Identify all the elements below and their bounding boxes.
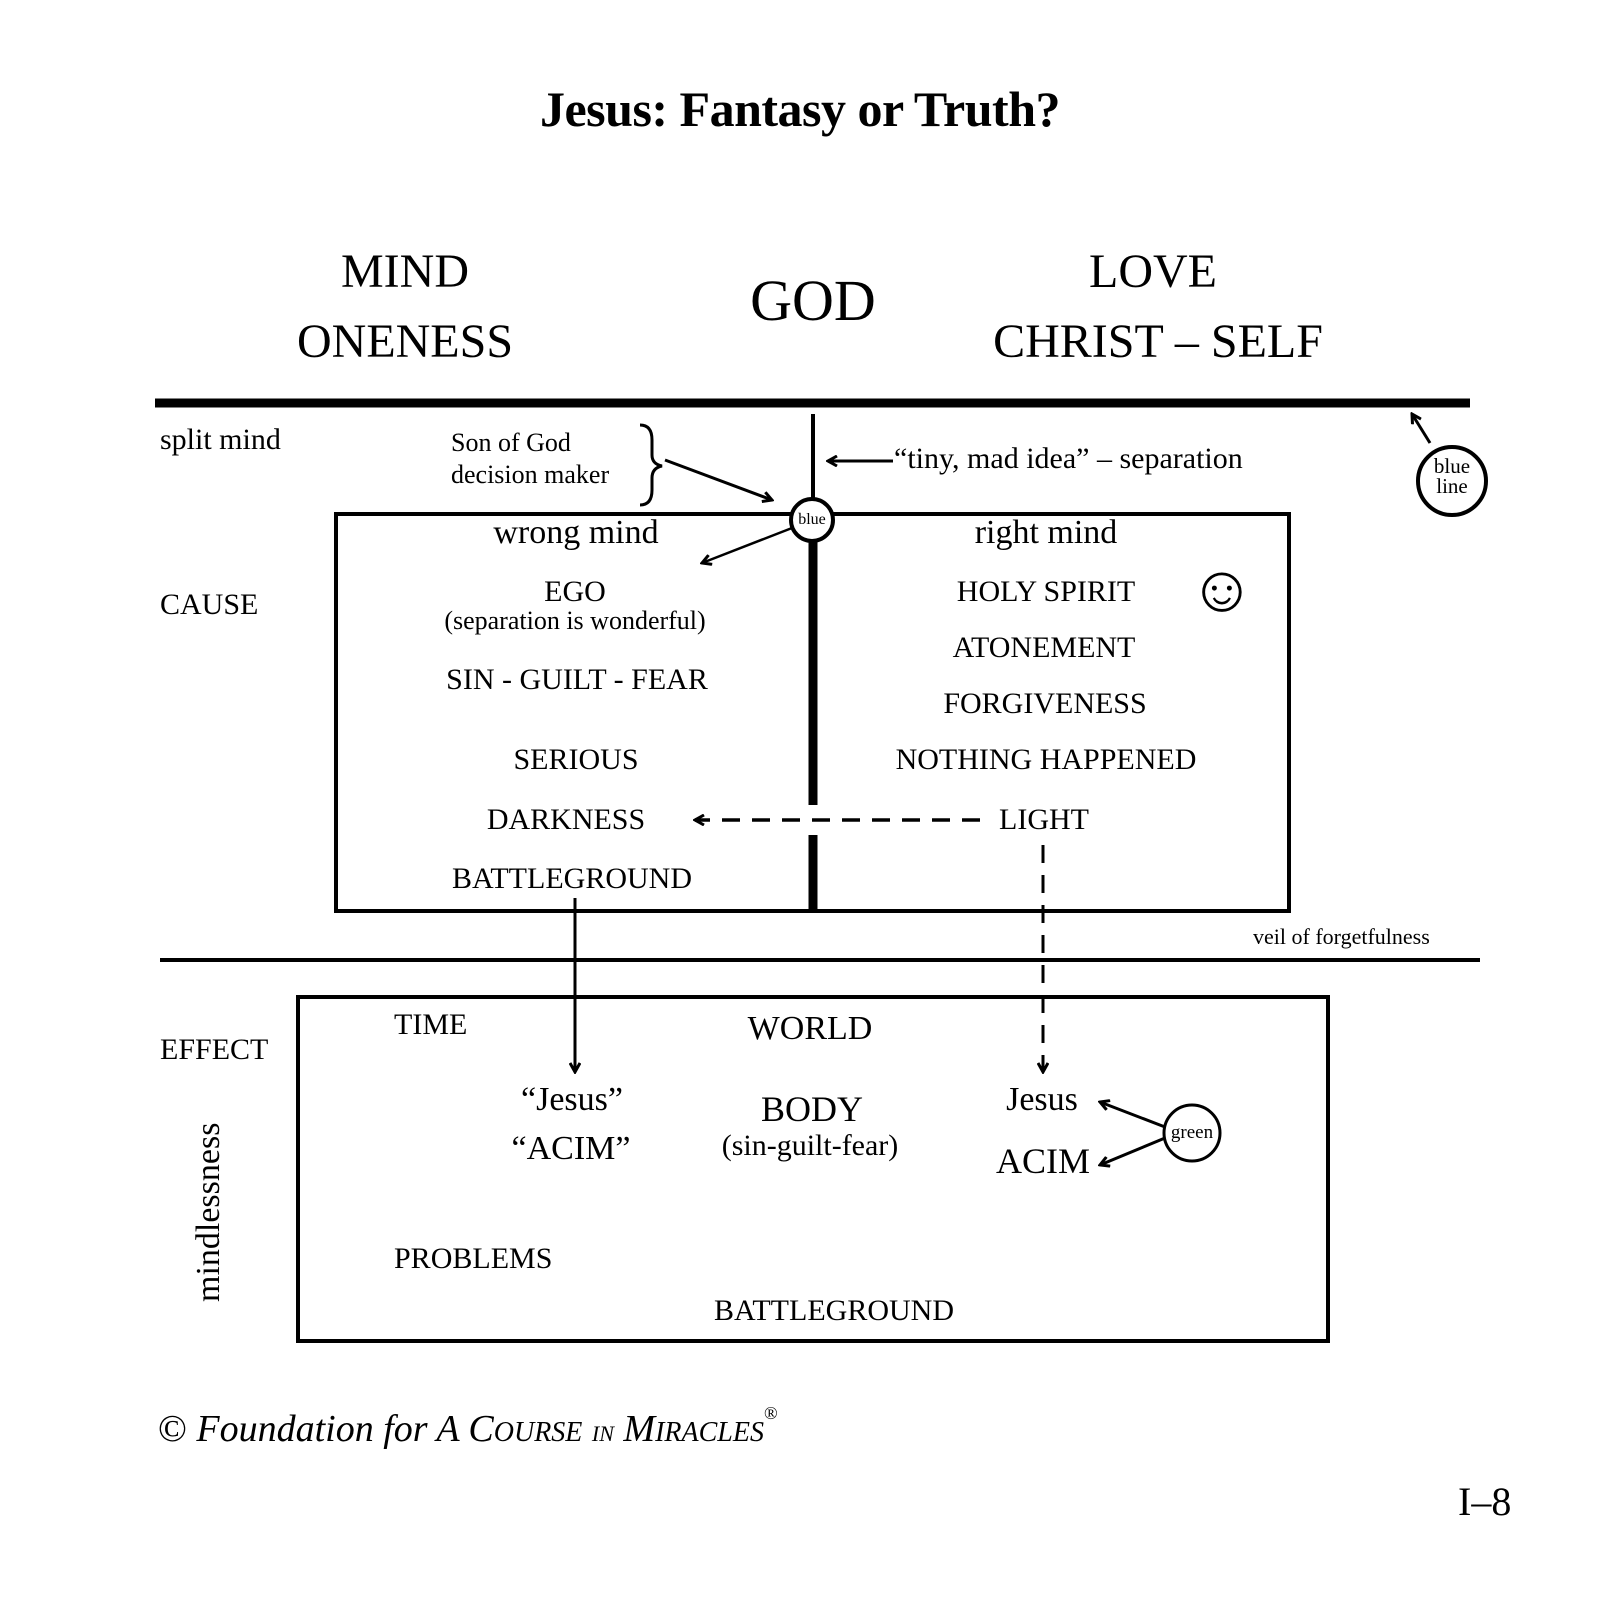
registered-mark: ® [763, 1403, 778, 1424]
header-oneness: ONENESS [296, 315, 514, 368]
effect-time: TIME [394, 1008, 468, 1041]
effect-label: EFFECT [160, 1033, 269, 1066]
effect-problems: PROBLEMS [394, 1242, 553, 1275]
green-node-circle [1162, 1103, 1222, 1163]
effect-battleground: BATTLEGROUND [714, 1294, 954, 1327]
right-mind-heading: right mind [974, 514, 1118, 551]
brace [639, 423, 663, 507]
copyright-c: C [468, 1408, 494, 1450]
header-love: LOVE [1089, 245, 1217, 298]
effect-body-sub: (sin-guilt-fear) [721, 1129, 899, 1162]
wrong-mind-battleground: BATTLEGROUND [452, 862, 692, 895]
wrong-mind-ego-sub: (separation is wonderful) [444, 606, 706, 635]
split-mind-label: split mind [160, 423, 281, 456]
decision-maker-arrow [664, 458, 772, 500]
cause-label: CAUSE [160, 588, 259, 621]
right-mind-atonement: ATONEMENT [952, 631, 1136, 664]
copyright-symbol: © [158, 1408, 187, 1450]
son-of-god-label: Son of God [451, 428, 571, 457]
effect-body: BODY [760, 1089, 864, 1129]
wrong-mind-darkness: DARKNESS [486, 803, 646, 836]
green-node-label: green [1170, 1122, 1214, 1143]
right-mind-light: LIGHT [999, 803, 1089, 836]
copyright-in: IN [591, 1421, 614, 1446]
tiny-mad-idea-label: “tiny, mad idea” – separation [894, 442, 1243, 475]
blue-line-note-line1: blue [1433, 454, 1471, 478]
blue-line-note-label: blue line [1433, 454, 1471, 498]
green-to-jesus-arrow [1100, 1102, 1166, 1129]
right-mind-holy-spirit: HOLY SPIRIT [956, 575, 1136, 608]
effect-false-acim: “ACIM” [511, 1130, 631, 1167]
copyright-prefix: Foundation for A [196, 1408, 469, 1450]
page-title: Jesus: Fantasy or Truth? [539, 81, 1061, 137]
mindlessness-label: mindlessness [190, 1122, 227, 1302]
blue-line-note-line2: line [1436, 473, 1468, 498]
copyright-ourse: OURSE [493, 1417, 583, 1448]
effect-false-jesus: “Jesus” [521, 1081, 623, 1118]
effect-true-jesus: Jesus [1006, 1081, 1078, 1118]
wrong-mind-ego: EGO [544, 575, 606, 608]
right-mind-forgiveness: FORGIVENESS [943, 687, 1147, 720]
effect-box [296, 995, 1330, 1343]
veil-of-forgetfulness-label: veil of forgetfulness [1253, 924, 1430, 949]
effect-true-acim: ACIM [995, 1141, 1091, 1181]
copyright-m: M [623, 1408, 656, 1450]
copyright-notice: © Foundation for A COURSE IN MIRACLES® [158, 1404, 778, 1450]
blue-node-circle [789, 497, 835, 543]
copyright-iracles: IRACLES [655, 1417, 764, 1448]
blue-to-wrong-mind-arrow [702, 526, 793, 563]
blue-node-label: blue [798, 511, 826, 528]
smiley-icon: ☺ [1188, 553, 1256, 626]
right-mind-nothing-happened: NOTHING HAPPENED [895, 743, 1197, 776]
effect-world: WORLD [747, 1010, 873, 1047]
wrong-mind-serious: SERIOUS [513, 743, 639, 776]
blue-line-note-arrow [1412, 414, 1432, 444]
wrong-mind-heading: wrong mind [493, 514, 659, 551]
blue-line-note-circle [1416, 445, 1488, 517]
wrong-mind-sin-guilt-fear: SIN - GUILT - FEAR [446, 663, 708, 696]
header-god: GOD [750, 268, 876, 333]
page-number: I–8 [1458, 1479, 1512, 1524]
header-mind: MIND [341, 245, 469, 298]
decision-maker-label: decision maker [451, 460, 610, 489]
green-to-acim-arrow [1100, 1136, 1166, 1165]
header-christ-self: CHRIST – SELF [993, 315, 1323, 368]
